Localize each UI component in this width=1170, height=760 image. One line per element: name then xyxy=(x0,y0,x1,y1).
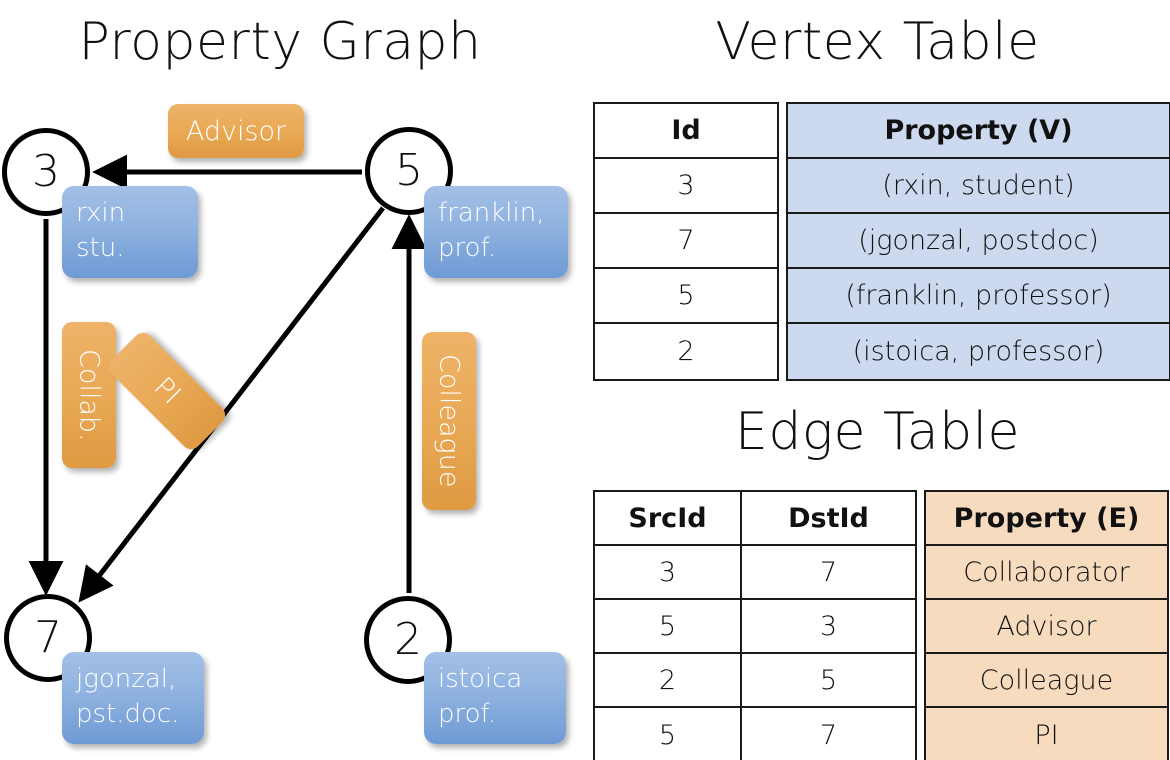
vertex-table-header-id: Id xyxy=(595,104,777,159)
table-cell: Collaborator xyxy=(926,546,1167,600)
table-cell: PI xyxy=(926,708,1167,760)
property-graph-panel: Property Graph 3 5 7 2 xyxy=(2,12,568,744)
table-cell: (franklin, professor) xyxy=(788,269,1169,324)
edge-property-box-pi-label: PI xyxy=(147,371,187,411)
table-cell: 7 xyxy=(595,214,777,269)
vertex-node-2-label: 2 xyxy=(394,614,422,665)
table-cell: 5 xyxy=(595,600,740,654)
vertex-property-box-3-line2: stu. xyxy=(76,233,125,264)
vertex-property-box-5-line2: prof. xyxy=(438,233,497,264)
table-cell: Advisor xyxy=(926,600,1167,654)
edge-property-box-advisor-label: Advisor xyxy=(185,115,287,147)
vertex-table-id-column: Id 3 7 5 2 xyxy=(593,102,779,381)
edge-table: SrcId 3 5 2 5 DstId 7 3 5 7 Property (E)… xyxy=(593,490,1169,760)
vertex-table-property-column: Property (V) (rxin, student) (jgonzal, p… xyxy=(786,102,1170,381)
vertex-table-header-property: Property (V) xyxy=(788,104,1169,159)
vertex-node-3-label: 3 xyxy=(32,146,60,197)
table-cell: 3 xyxy=(595,159,777,214)
vertex-node-2[interactable]: 2 xyxy=(364,596,452,684)
vertex-property-box-2-line1: istoica xyxy=(438,664,523,694)
graph-edges-svg xyxy=(28,154,427,603)
table-cell: (jgonzal, postdoc) xyxy=(788,214,1169,269)
property-graph-title: Property Graph xyxy=(78,12,482,72)
edge-table-header-property: Property (E) xyxy=(926,492,1167,546)
vertex-node-5[interactable]: 5 xyxy=(365,127,453,215)
edge-table-header-srcid: SrcId xyxy=(595,492,740,546)
edge-property-box-colleague-label: Colleague xyxy=(433,354,465,488)
table-cell: 5 xyxy=(595,269,777,324)
vertex-property-box-2-line2: prof. xyxy=(438,699,497,730)
table-cell: Colleague xyxy=(926,654,1167,708)
vertex-property-box-5-line1: franklin, xyxy=(438,198,545,228)
edge-property-box-collab-label: Collab. xyxy=(73,348,105,442)
vertex-node-5-label: 5 xyxy=(395,145,423,196)
table-cell: 2 xyxy=(677,336,695,367)
edge-table-header-dstid: DstId xyxy=(742,492,915,546)
edge-line-5-to-7 xyxy=(78,206,385,603)
vertex-property-box-7-line2: pst.doc. xyxy=(76,699,180,730)
vertex-table: Id 3 7 5 2 Property (V) (rxin, student) … xyxy=(593,102,1170,381)
table-cell: 5 xyxy=(742,654,915,708)
vertex-property-box-5: franklin, prof. xyxy=(424,186,568,278)
edge-property-box-collab: Collab. xyxy=(62,322,116,468)
vertex-property-box-7-line1: jgonzal, xyxy=(76,664,177,694)
vertex-property-box-7: jgonzal, pst.doc. xyxy=(62,652,204,744)
table-cell: (rxin, student) xyxy=(788,159,1169,214)
table-cell: 7 xyxy=(742,546,915,600)
edge-property-box-advisor: Advisor xyxy=(168,104,304,158)
edge-table-srcid-column: SrcId 3 5 2 5 xyxy=(593,490,742,760)
vertex-node-7-label: 7 xyxy=(34,612,62,663)
vertex-property-box-3: rxin stu. xyxy=(62,186,198,278)
vertex-property-box-2: istoica prof. xyxy=(424,652,566,744)
table-cell: (istoica, professor) xyxy=(788,324,1169,379)
edge-property-box-colleague: Colleague xyxy=(422,332,476,510)
vertex-table-title: Vertex Table xyxy=(715,12,1040,72)
table-cell: 3 xyxy=(595,546,740,600)
table-cell: 3 xyxy=(742,600,915,654)
edge-table-title: Edge Table xyxy=(734,402,1021,462)
edge-table-property-column: Property (E) Collaborator Advisor Collea… xyxy=(924,490,1169,760)
edge-table-dstid-column: DstId 7 3 5 7 xyxy=(740,490,917,760)
vertex-property-box-3-line1: rxin xyxy=(76,198,126,228)
table-cell: 7 xyxy=(819,719,838,751)
table-cell: 5 xyxy=(658,719,677,751)
table-cell: 2 xyxy=(595,654,740,708)
